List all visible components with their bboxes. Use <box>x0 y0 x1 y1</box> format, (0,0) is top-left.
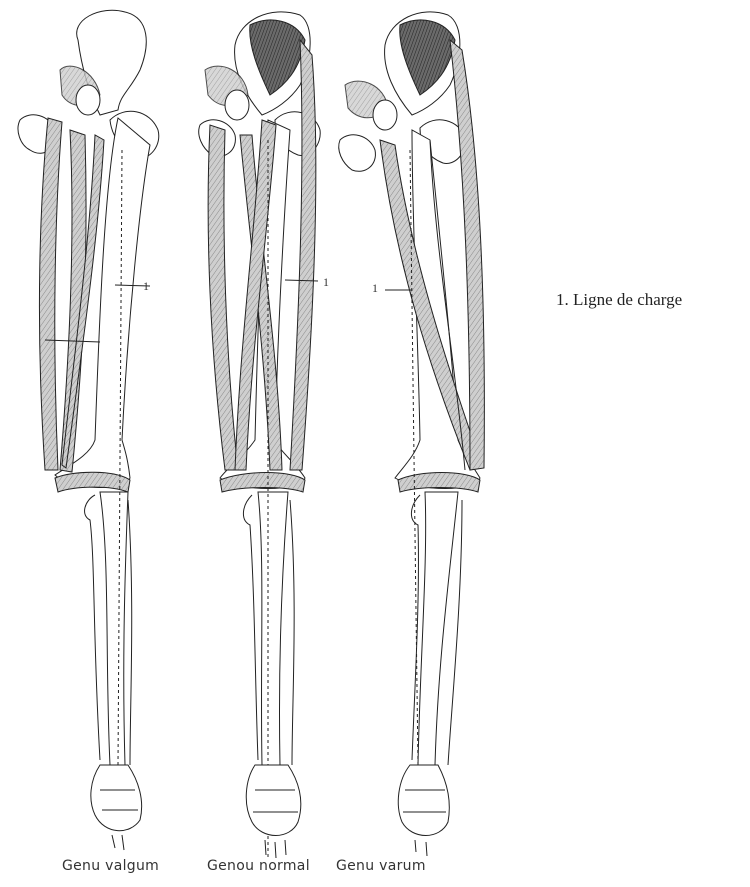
caption-genou-normal: Genou normal <box>207 858 310 874</box>
leg-skeleton-varum-icon <box>339 12 485 856</box>
caption-genu-valgum: Genu valgum <box>62 858 159 874</box>
load-line-pointer-valgum: 1 <box>143 279 149 294</box>
caption-genu-varum: Genu varum <box>336 858 426 874</box>
leg-skeleton-normal-icon <box>199 12 320 860</box>
load-line-pointer-varum: 1 <box>372 281 378 296</box>
load-line-pointer-normal: 1 <box>323 275 329 290</box>
legend-load-line: 1. Ligne de charge <box>556 290 682 310</box>
leg-skeleton-valgum-icon <box>18 10 159 850</box>
